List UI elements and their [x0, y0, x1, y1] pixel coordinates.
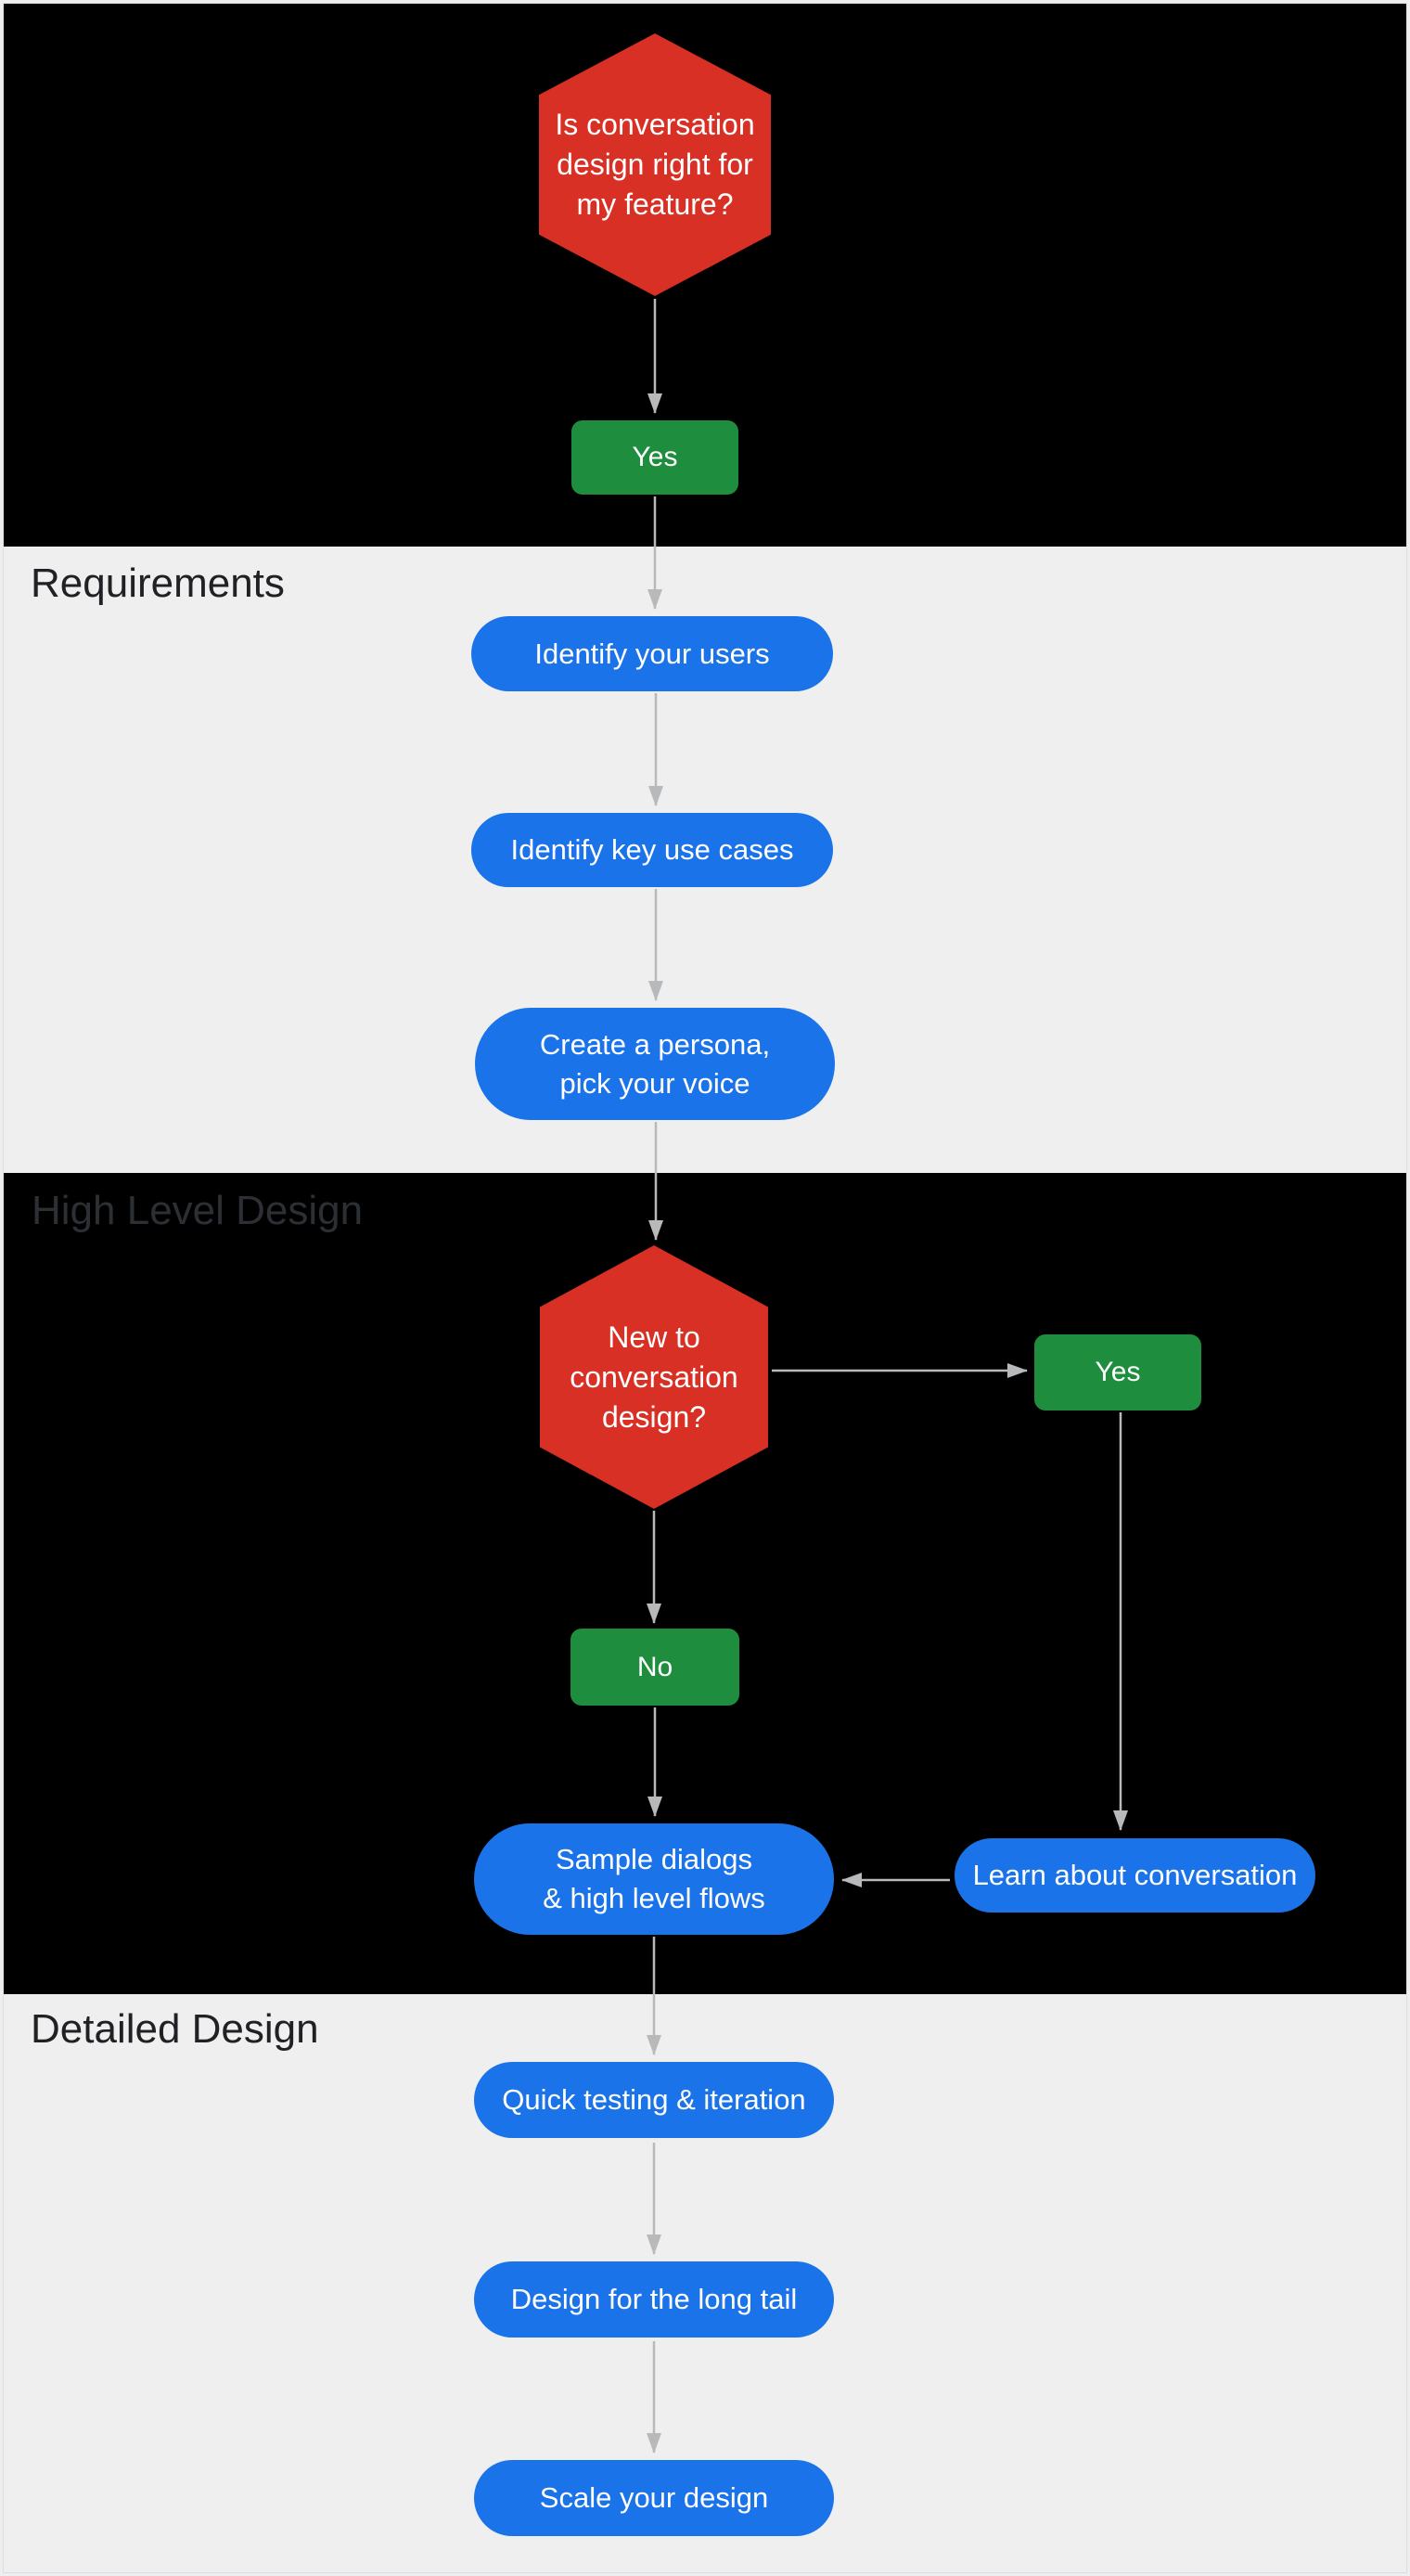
answer-no: No	[570, 1629, 739, 1706]
step-scale-your-design: Scale your design	[474, 2460, 834, 2536]
decision-new-to-conversation-design: New to conversation design?	[540, 1245, 768, 1509]
decision-is-conversation-design-right: Is conversation design right for my feat…	[539, 33, 771, 296]
step-learn-about-conversation: Learn about conversation	[955, 1838, 1315, 1913]
answer-yes-1: Yes	[571, 420, 738, 495]
step-sample-dialogs-high-level-flows: Sample dialogs & high level flows	[474, 1823, 834, 1935]
step-identify-your-users: Identify your users	[471, 616, 833, 691]
section-label-high-level-design: High Level Design	[32, 1188, 364, 1233]
step-create-persona-pick-voice: Create a persona, pick your voice	[475, 1008, 835, 1120]
step-design-for-long-tail: Design for the long tail	[474, 2261, 834, 2338]
step-quick-testing-iteration: Quick testing & iteration	[474, 2062, 834, 2138]
section-label-requirements: Requirements	[31, 560, 285, 606]
answer-yes-2: Yes	[1034, 1334, 1201, 1410]
section-label-detailed-design: Detailed Design	[31, 2006, 319, 2052]
step-identify-key-use-cases: Identify key use cases	[471, 813, 833, 887]
